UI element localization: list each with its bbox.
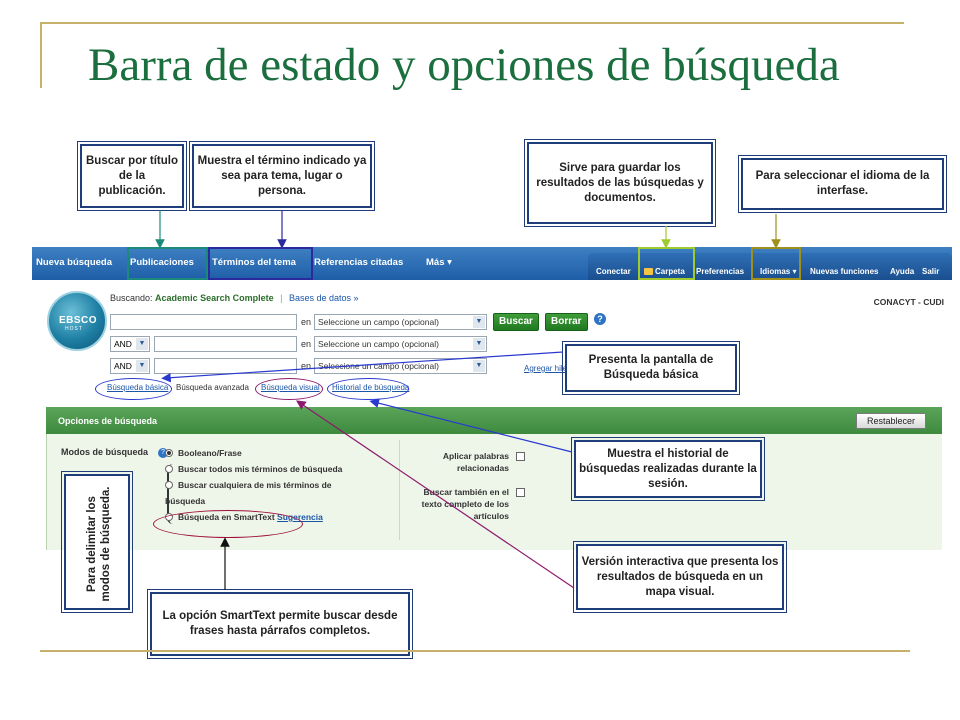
ebsco-logo: EBSCO HOST xyxy=(47,291,107,351)
nav-connect[interactable]: Conectar xyxy=(596,267,631,276)
slide-title: Barra de estado y opciones de búsqueda xyxy=(88,39,840,91)
field-select-2[interactable]: Seleccione un campo (opcional) xyxy=(314,336,487,352)
reset-button[interactable]: Restablecer xyxy=(856,413,926,429)
bottom-rule xyxy=(40,650,910,652)
callout-visual-search: Versión interactiva que presenta los res… xyxy=(573,541,787,613)
callout-subject-terms: Muestra el término indicado ya sea para … xyxy=(189,141,375,211)
nav-preferences[interactable]: Preferencias xyxy=(696,267,745,276)
nav-languages[interactable]: Idiomas ▾ xyxy=(760,267,797,276)
toolbar-right: Conectar Carpeta Preferencias Idiomas ▾ … xyxy=(588,253,952,280)
left-rule xyxy=(40,22,42,88)
subject-terms-highlight xyxy=(208,247,313,280)
field-select-1[interactable]: Seleccione un campo (opcional) xyxy=(314,314,487,330)
smarttext-ring xyxy=(153,510,303,538)
callout-basic-search: Presenta la pantalla de Búsqueda básica xyxy=(562,341,740,395)
nav-cited-references[interactable]: Referencias citadas xyxy=(314,257,404,268)
callout-folder: Sirve para guardar los resultados de las… xyxy=(524,139,716,227)
organization-label: CONACYT - CUDI xyxy=(873,297,944,307)
search-input-2[interactable] xyxy=(154,336,297,352)
advanced-search-link[interactable]: Búsqueda avanzada xyxy=(176,383,249,392)
folder-highlight xyxy=(638,247,695,280)
nav-subject-terms[interactable]: Términos del tema xyxy=(212,257,296,268)
search-input-3[interactable] xyxy=(154,358,297,374)
radio-boolean[interactable]: Booleano/Frase xyxy=(165,448,242,458)
search-input-1[interactable] xyxy=(110,314,297,330)
nav-new-features[interactable]: Nuevas funciones xyxy=(810,267,879,276)
bool-select-2[interactable]: AND xyxy=(110,336,150,352)
top-navigation-bar: Nueva búsqueda Publicaciones Términos de… xyxy=(32,247,952,280)
ebsco-screenshot: Nueva búsqueda Publicaciones Términos de… xyxy=(32,247,952,550)
databases-link[interactable]: Bases de datos » xyxy=(288,293,359,303)
fulltext-checkbox[interactable] xyxy=(516,488,525,497)
nav-folder-label: Carpeta xyxy=(655,267,685,276)
basic-search-ring xyxy=(95,378,172,400)
callout-smarttext: La opción SmartText permite buscar desde… xyxy=(147,589,413,659)
top-rule xyxy=(40,22,904,24)
callout-history: Muestra el historial de búsquedas realiz… xyxy=(571,437,765,501)
searching-status: Buscando: Academic Search Complete | Bas… xyxy=(110,293,359,303)
publications-highlight xyxy=(127,247,208,280)
radio-all-terms[interactable]: Buscar todos mis términos de búsqueda xyxy=(165,464,342,474)
search-options-header: Opciones de búsqueda Restablecer xyxy=(46,407,942,434)
nav-folder[interactable]: Carpeta xyxy=(644,267,685,276)
modes-brace xyxy=(167,464,177,524)
database-name: Academic Search Complete xyxy=(155,293,274,303)
languages-highlight xyxy=(751,247,801,280)
radio-any-terms[interactable]: Buscar cualquiera de mis términos de xyxy=(165,480,332,490)
nav-new-search[interactable]: Nueva búsqueda xyxy=(36,257,113,268)
help-icon[interactable]: ? xyxy=(594,313,606,325)
callout-publications: Buscar por título de la publicación. xyxy=(77,141,187,211)
nav-help[interactable]: Ayuda xyxy=(890,267,915,276)
search-modes-label: Modos de búsqueda xyxy=(61,447,149,457)
nav-more[interactable]: Más ▾ xyxy=(426,257,452,268)
history-ring xyxy=(327,378,409,400)
callout-language: Para seleccionar el idioma de la interfa… xyxy=(738,155,947,213)
bool-select-3[interactable]: AND xyxy=(110,358,150,374)
radio-any-terms-cont: búsqueda xyxy=(165,496,206,506)
visual-search-ring xyxy=(255,378,323,400)
clear-button[interactable]: Borrar xyxy=(545,313,588,331)
nav-exit[interactable]: Salir xyxy=(922,267,940,276)
field-select-3[interactable]: Seleccione un campo (opcional) xyxy=(314,358,487,374)
modes-help-icon[interactable]: ? xyxy=(158,448,168,458)
search-button[interactable]: Buscar xyxy=(493,313,539,331)
folder-icon xyxy=(644,268,653,275)
callout-search-modes: Para delimitar los modos de búsqueda. xyxy=(61,471,133,613)
related-words-checkbox[interactable] xyxy=(516,452,525,461)
nav-publications[interactable]: Publicaciones xyxy=(130,257,194,268)
